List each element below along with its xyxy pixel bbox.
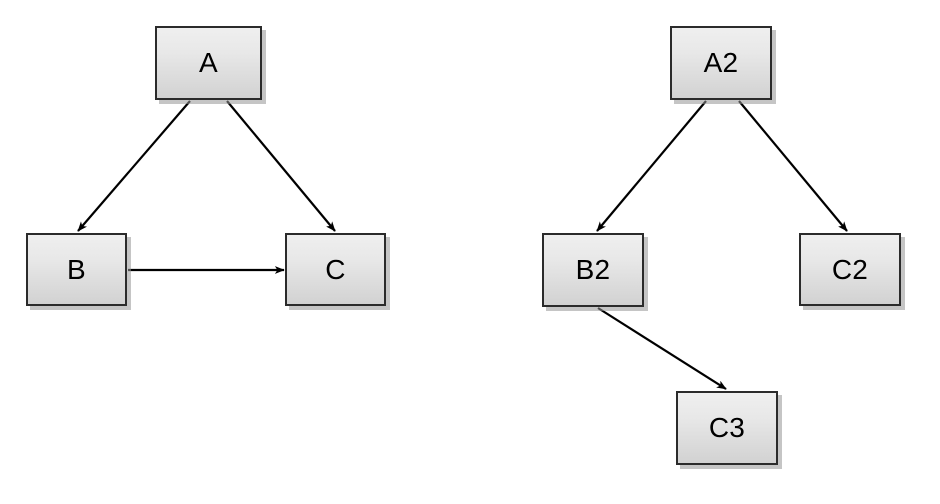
node-b2[interactable]: B2: [542, 233, 644, 307]
node-b2-label: B2: [575, 254, 611, 285]
node-b-label: B: [67, 253, 86, 285]
node-a2[interactable]: A2: [670, 26, 772, 100]
node-c2[interactable]: C2: [799, 233, 901, 306]
node-a-label: A: [199, 47, 218, 78]
node-b[interactable]: B: [26, 233, 127, 306]
node-c2-label: C2: [831, 253, 869, 285]
node-a2-label: A2: [703, 47, 739, 78]
node-c-label: C: [325, 253, 346, 285]
edge-a2-to-c2: [738, 100, 848, 232]
edge-a2-to-b2: [596, 100, 707, 232]
edge-a-to-b: [77, 100, 191, 232]
edge-a-to-c: [226, 100, 336, 232]
node-c[interactable]: C: [285, 233, 386, 306]
node-a[interactable]: A: [155, 26, 262, 100]
edge-b2-to-c3: [597, 307, 727, 390]
node-c3-label: C3: [708, 412, 746, 443]
node-c3[interactable]: C3: [676, 391, 778, 465]
